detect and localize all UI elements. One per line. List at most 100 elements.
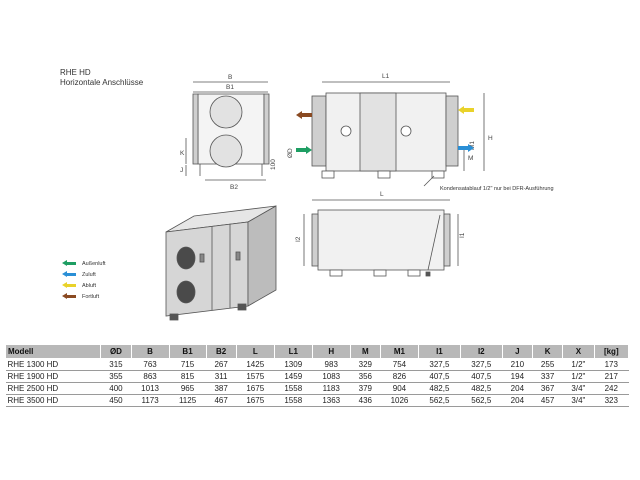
table-cell: 210 <box>502 358 533 371</box>
table-cell: 1675 <box>236 394 275 407</box>
supply-air-arrow-icon <box>62 271 76 277</box>
table-cell: 311 <box>206 370 237 383</box>
table-cell: 379 <box>350 382 381 395</box>
col-header: B <box>130 344 170 359</box>
table-cell: 1125 <box>169 394 207 407</box>
table-cell: 904 <box>380 382 419 395</box>
table-cell: 457 <box>532 394 563 407</box>
table-cell: 367 <box>532 382 563 395</box>
table-cell: 242 <box>594 382 629 395</box>
table-cell: 194 <box>502 370 533 383</box>
dim-b: B <box>228 74 232 81</box>
table-cell: 763 <box>131 358 170 371</box>
model-cell: RHE 1900 HD <box>5 370 101 383</box>
exhaust-air-arrow-icon <box>62 293 76 299</box>
table-cell: 1575 <box>236 370 275 383</box>
table-cell: 204 <box>502 382 533 395</box>
table-cell: 387 <box>206 382 237 395</box>
table-cell: 754 <box>380 358 419 371</box>
dim-m1: M1 <box>469 141 476 150</box>
table-cell: 1173 <box>131 394 170 407</box>
supply-air-arrow <box>458 144 474 152</box>
dim-b2: B2 <box>230 184 238 191</box>
table-cell: 983 <box>312 358 351 371</box>
col-header: M <box>349 344 381 359</box>
col-header: H <box>311 344 351 359</box>
outdoor-air-arrow <box>296 146 312 154</box>
dim-i2: I2 <box>295 236 302 242</box>
table-cell: 3/4" <box>562 382 595 395</box>
drawing-title: RHE HD <box>60 68 91 77</box>
drawing-subtitle: Horizontale Anschlüsse <box>60 78 144 87</box>
extract-air-arrow <box>458 106 474 114</box>
col-header: Modell <box>4 344 102 359</box>
table-cell: 1026 <box>380 394 419 407</box>
table-cell: 400 <box>100 382 132 395</box>
col-header: I1 <box>417 344 461 359</box>
table-cell: 407,5 <box>418 370 461 383</box>
table-cell: 863 <box>131 370 170 383</box>
table-cell: 815 <box>169 370 207 383</box>
legend-item: Abluft <box>62 280 106 291</box>
table-cell: 255 <box>532 358 563 371</box>
table-cell: 327,5 <box>460 358 503 371</box>
legend-item: Außenluft <box>62 258 106 269</box>
table-cell: 355 <box>100 370 132 383</box>
table-cell: 337 <box>532 370 563 383</box>
model-cell: RHE 3500 HD <box>5 394 101 407</box>
top-view <box>303 199 459 277</box>
legend-label: Abluft <box>82 282 97 289</box>
table-cell: 562,5 <box>460 394 503 407</box>
table-cell: 217 <box>594 370 629 383</box>
col-header: I2 <box>459 344 503 359</box>
model-cell: RHE 1300 HD <box>5 358 101 371</box>
col-header: ØD <box>100 344 132 359</box>
table-cell: 329 <box>350 358 381 371</box>
dim-l1: L1 <box>382 73 390 80</box>
dim-h: H <box>488 135 493 142</box>
col-header: M1 <box>379 344 419 359</box>
dim-m: M <box>468 155 473 162</box>
exhaust-air-arrow <box>296 111 312 119</box>
technical-drawing: B B1 B2 K J 100 L1 H M M1 ØD <box>165 73 493 321</box>
condensate-note: Kondensatablauf 1/2" nur bei DFR-Ausführ… <box>440 186 554 192</box>
dim-k: K <box>180 150 185 157</box>
table-cell: 1309 <box>274 358 313 371</box>
col-header: X <box>562 344 595 359</box>
legend-label: Außenluft <box>82 260 106 267</box>
table-cell: 1675 <box>236 382 275 395</box>
isometric-view <box>165 205 277 321</box>
table-cell: 826 <box>380 370 419 383</box>
table-cell: 1459 <box>274 370 313 383</box>
table-cell: 1/2" <box>562 358 595 371</box>
col-header: [kg] <box>593 344 630 359</box>
front-view <box>185 81 270 181</box>
table-cell: 450 <box>100 394 132 407</box>
table-cell: 1363 <box>312 394 351 407</box>
table-cell: 173 <box>594 358 629 371</box>
table-cell: 715 <box>169 358 207 371</box>
table-cell: 482,5 <box>418 382 461 395</box>
table-cell: 1183 <box>312 382 351 395</box>
table-cell: 1083 <box>312 370 351 383</box>
table-header-row: Modell ØD B B1 B2 L L1 H M M1 I1 I2 J K … <box>4 344 630 359</box>
outdoor-air-arrow-icon <box>62 260 76 266</box>
table-cell: 204 <box>502 394 533 407</box>
dim-i1: I1 <box>459 232 466 238</box>
table-cell: 407,5 <box>460 370 503 383</box>
table-cell: 467 <box>206 394 237 407</box>
col-header: J <box>501 344 533 359</box>
table-cell: 267 <box>206 358 237 371</box>
dimension-table: Modell ØD B B1 B2 L L1 H M M1 I1 I2 J K … <box>4 344 630 407</box>
table-cell: 1013 <box>131 382 170 395</box>
table-cell: 562,5 <box>418 394 461 407</box>
side-view <box>311 81 485 187</box>
table-cell: 436 <box>350 394 381 407</box>
table-cell: 1558 <box>274 394 313 407</box>
dim-od: ØD <box>287 148 294 158</box>
col-header: L <box>235 344 275 359</box>
